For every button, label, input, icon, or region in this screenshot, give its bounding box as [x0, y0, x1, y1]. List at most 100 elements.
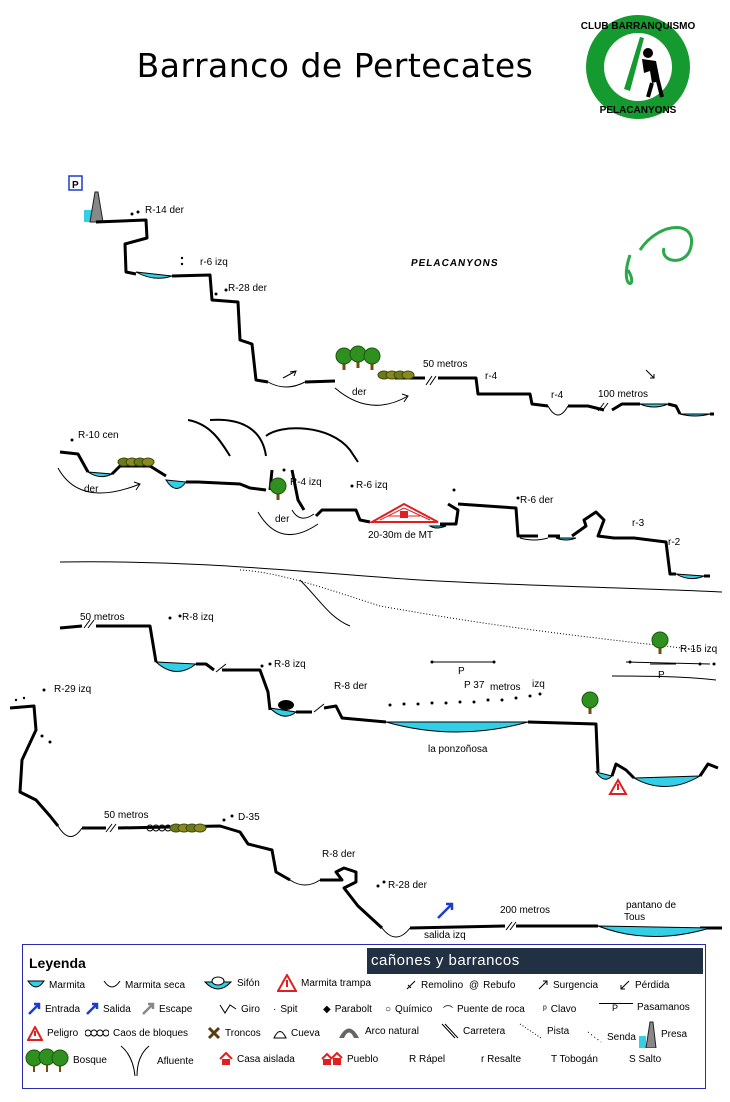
- legend-item-afluente: Afluente: [119, 1043, 194, 1079]
- legend-item-peligro: Peligro: [27, 1023, 78, 1043]
- forest-icon: [25, 1048, 69, 1072]
- club-logo: CLUB BARRANQUISMO PELACANYONS: [581, 15, 696, 119]
- label-p-mid: P: [458, 666, 465, 677]
- label-p-right: P: [658, 670, 665, 681]
- pool-ponzonosa: [385, 721, 529, 733]
- legend-item-marmita: Marmita: [27, 975, 85, 995]
- warning-triangle-icon: [277, 974, 297, 992]
- legend-item-arco: Arco natural: [337, 1021, 419, 1041]
- forest-icon: [117, 457, 155, 467]
- legend-item-spit: · Spit: [273, 1003, 298, 1015]
- dry-pothole-6: [289, 879, 321, 886]
- exit-arrow-icon: [437, 902, 454, 919]
- marmita-10: [594, 771, 613, 780]
- legend-item-caos: Caos de bloques: [85, 1023, 188, 1043]
- legend-item-tobogan: T Tobogán: [551, 1053, 598, 1065]
- label-r4izq: R-4 izq: [290, 477, 322, 488]
- legend-item-parabolt: ◆ Parabolt: [323, 1003, 372, 1015]
- parabolt-icon: ◆: [323, 1003, 331, 1015]
- label-r14: R-14 der: [145, 205, 185, 216]
- dry-pothole-3: [291, 509, 315, 519]
- brand-logo-text: PELACANYONS: [410, 258, 499, 269]
- legend-item-pista: Pista: [519, 1021, 569, 1041]
- legend-item-presa: Presa: [639, 1019, 687, 1049]
- marmita-1: [135, 271, 173, 279]
- label-r2: r-2: [668, 537, 681, 548]
- label-200m: 200 metros: [500, 905, 550, 916]
- label-der-b: der: [84, 484, 99, 495]
- canyon-profile-row-4: [9, 704, 722, 930]
- marmita-8: [675, 573, 705, 580]
- label-r28b: R-28 der: [388, 880, 428, 891]
- legend-item-remolino: Remolino: [405, 975, 463, 995]
- legend-item-rebufo: @ Rebufo: [469, 979, 516, 991]
- label-50m-b: 50 metros: [80, 612, 124, 623]
- legend-item-escape: Escape: [141, 999, 192, 1019]
- logs-icon: [207, 1026, 221, 1040]
- canyon-profile-row-3: [59, 624, 719, 780]
- boulders-icon: [85, 1029, 109, 1037]
- club-logo-top: CLUB BARRANQUISMO: [581, 21, 696, 32]
- dry-pothole-2: [547, 405, 569, 416]
- marmita-9: [154, 661, 198, 672]
- label-r10: R-10 cen: [78, 430, 119, 441]
- label-r15: R-15 izq: [680, 644, 717, 655]
- cave-icon: [273, 1031, 287, 1039]
- label-r29: R-29 izq: [54, 684, 91, 695]
- marmita-2: [639, 403, 669, 408]
- legend-item-clavo: ᵖ Clavo: [543, 1003, 577, 1015]
- tree-icon: [581, 691, 599, 715]
- label-50m-c: 50 metros: [104, 810, 148, 821]
- legend-item-salto: S Salto: [629, 1053, 662, 1065]
- page-title: Barranco de Pertecates: [136, 46, 534, 85]
- legend-item-marmita-trampa: Marmita trampa: [277, 973, 371, 993]
- loss-arrow-icon: [620, 980, 630, 990]
- dam-icon: [639, 1021, 657, 1048]
- legend-banner: cañones y barrancos: [367, 948, 703, 974]
- spit-icon: ·: [273, 1003, 277, 1015]
- label-p37: P 37: [464, 680, 485, 691]
- label-r8der: R-8 der: [334, 681, 368, 692]
- legend-item-salida: Salida: [85, 999, 131, 1019]
- siphon-icon: [268, 707, 298, 717]
- brand-logo: PELACANYONS: [410, 226, 694, 285]
- parking-label: P: [72, 180, 79, 191]
- legend-item-cueva: Cueva: [273, 1023, 320, 1043]
- track-icon: [519, 1023, 542, 1039]
- anchor-markers: [14, 210, 716, 888]
- marmita-4: [87, 471, 114, 478]
- forest-icon: [169, 823, 207, 833]
- label-r6izq: R-6 izq: [356, 480, 388, 491]
- label-r6a: r-6 izq: [200, 257, 228, 268]
- legend-item-carretera: Carretera: [441, 1021, 505, 1041]
- house-icon: [400, 511, 408, 518]
- legend-item-quimico: ○ Químico: [385, 1003, 433, 1015]
- turn-arrow: [57, 467, 141, 494]
- label-izq37: izq: [532, 679, 545, 690]
- rock-bridge-icon: ⌒: [443, 1005, 453, 1017]
- road-line-2: [299, 579, 351, 627]
- marmita-3: [679, 413, 711, 417]
- label-der-a: der: [352, 387, 367, 398]
- label-pantano-2: Tous: [624, 912, 645, 923]
- siphon-icon: [203, 976, 233, 990]
- exit-arrow-icon: [86, 1002, 99, 1015]
- legend-item-pueblo: Pueblo: [321, 1049, 378, 1069]
- danger-icon: [27, 1025, 43, 1041]
- marmita-5: [165, 479, 187, 489]
- legend-item-giro: Giro: [219, 999, 260, 1019]
- piton-icon: ᵖ: [543, 1003, 547, 1015]
- dry-pothole-1: [267, 381, 306, 388]
- house-icon: [219, 1052, 233, 1065]
- marmita-icon: [27, 980, 45, 988]
- label-r6der: R-6 der: [520, 495, 554, 506]
- label-r3: r-3: [632, 518, 645, 529]
- tributary-lines: [187, 418, 359, 463]
- legend-title: Leyenda: [29, 955, 86, 971]
- label-der-c: der: [275, 514, 290, 525]
- entry-arrow-icon: [28, 1002, 41, 1015]
- legend-panel: Leyenda cañones y barrancos Marmita Marm…: [22, 944, 706, 1089]
- marmita-7: [555, 537, 577, 541]
- track-line-2: [611, 661, 717, 681]
- tree-icon: [363, 347, 381, 371]
